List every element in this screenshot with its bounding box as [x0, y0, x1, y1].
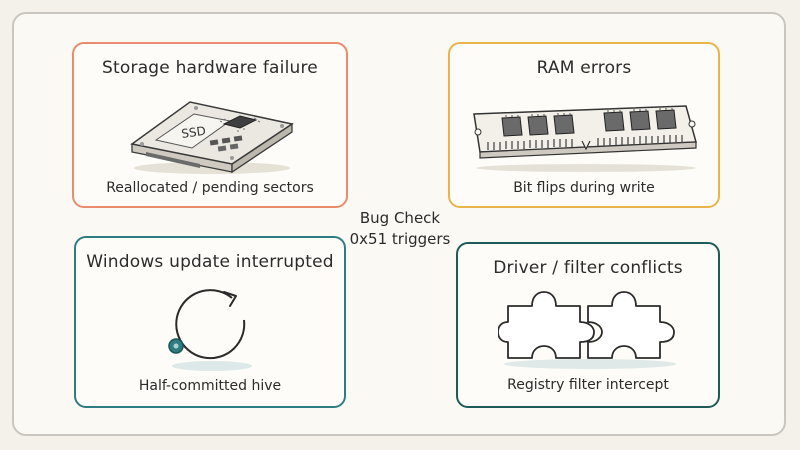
driver-card-title: Driver / filter conflicts — [493, 258, 683, 278]
circular-arrow-icon — [168, 289, 252, 371]
ram-card-title: RAM errors — [536, 58, 632, 78]
ram-errors-card: RAM errors — [448, 42, 720, 208]
center-label: Bug Check 0x51 triggers — [340, 208, 460, 250]
ssd-icon: SSD — [130, 101, 294, 174]
ssd-label: SSD — [180, 124, 206, 141]
ram-module-icon — [473, 105, 697, 172]
center-label-line2: 0x51 triggers — [349, 230, 451, 248]
storage-card-caption: Reallocated / pending sectors — [106, 180, 314, 196]
puzzle-pieces-icon — [498, 291, 676, 369]
storage-card-title: Storage hardware failure — [102, 58, 318, 78]
update-card-caption: Half-committed hive — [138, 378, 282, 394]
ram-card-caption: Bit flips during write — [513, 180, 655, 196]
windows-update-card: Windows update interrupted Half-committe… — [74, 236, 346, 408]
storage-failure-card: Storage hardware failure SSD Reallocated… — [72, 42, 348, 208]
center-label-line1: Bug Check — [359, 209, 441, 227]
driver-card-caption: Registry filter intercept — [507, 377, 669, 393]
update-card-title: Windows update interrupted — [86, 252, 334, 272]
driver-conflicts-card: Driver / filter conflicts Registry filte… — [456, 242, 720, 408]
